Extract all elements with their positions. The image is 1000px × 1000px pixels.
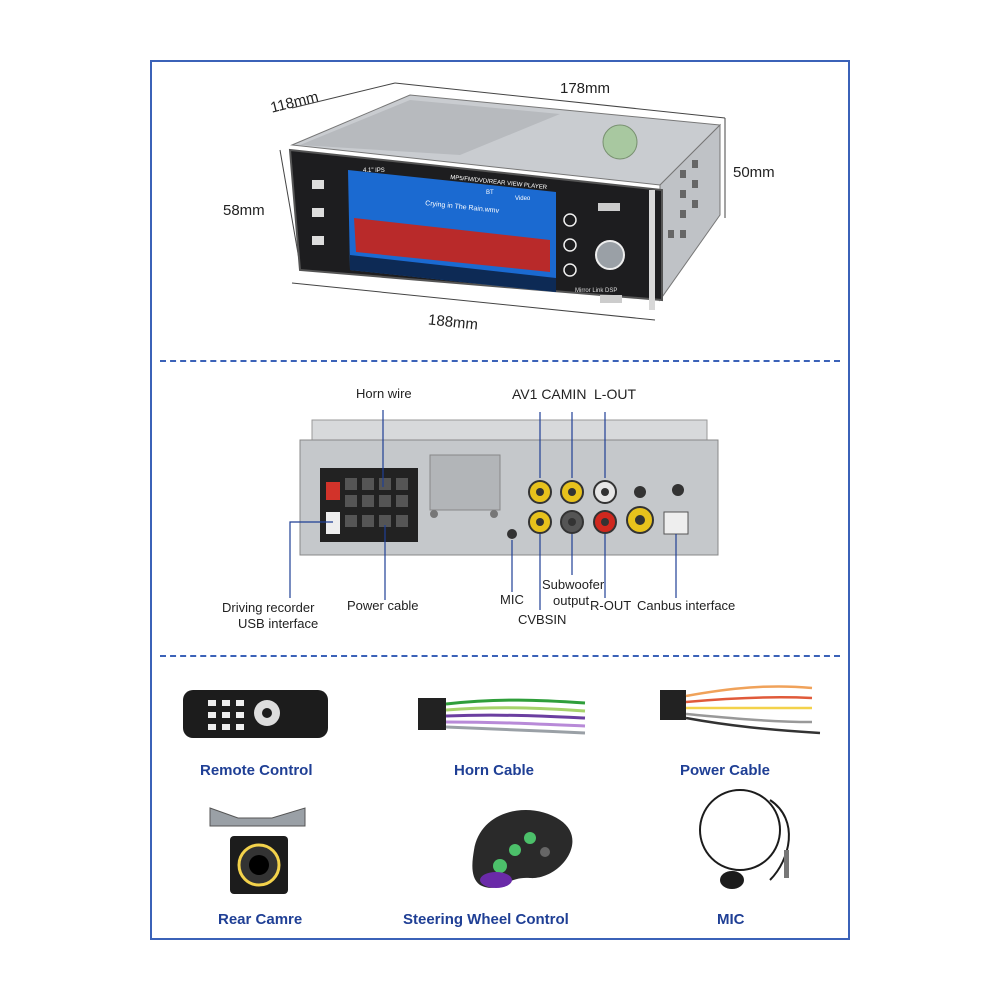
- label-output: output: [553, 593, 590, 608]
- accessory-label-mic: MIC: [717, 911, 745, 928]
- label-av1-camin: AV1 CAMIN: [512, 386, 587, 402]
- label-l-out: L-OUT: [594, 386, 636, 402]
- label-canbus: Canbus interface: [637, 598, 736, 613]
- label-usb-interface: USB interface: [238, 616, 319, 631]
- accessory-label-remote: Remote Control: [200, 762, 313, 779]
- accessory-label-rear-camera: Rear Camre: [218, 911, 303, 928]
- remote-control-image: [183, 690, 328, 738]
- dimension-lines: [279, 82, 726, 321]
- section-divider-1: [160, 360, 840, 362]
- rear-panel: [299, 419, 719, 556]
- accessory-label-power-cable: Power Cable: [680, 762, 771, 779]
- mic-image: [699, 789, 790, 889]
- dim-height-back: 50mm: [733, 164, 775, 181]
- power-cable-image: [660, 685, 821, 735]
- label-power-cable: Power cable: [347, 598, 419, 613]
- label-subwoofer: Subwoofer: [542, 577, 605, 592]
- label-driving-recorder: Driving recorder: [222, 600, 315, 615]
- section-divider-2: [160, 655, 840, 657]
- accessory-label-horn-cable: Horn Cable: [454, 762, 535, 779]
- label-r-out: R-OUT: [590, 598, 632, 613]
- horn-cable-image: [418, 698, 586, 735]
- dim-height-front: 58mm: [223, 202, 265, 219]
- label-cvbsin: CVBSIN: [518, 612, 567, 627]
- content-frame: [150, 60, 850, 940]
- accessory-label-steering: Steering Wheel Control: [403, 911, 569, 928]
- screen-size-label: 4.1" IPS: [363, 168, 385, 174]
- screen-brand: Mirror Link DSP: [575, 288, 618, 294]
- steering-control-image: [472, 810, 573, 888]
- rear-camera-image: [209, 807, 306, 894]
- label-mic: MIC: [500, 592, 524, 607]
- label-horn-wire: Horn wire: [356, 386, 412, 401]
- screen-video-label: Video: [515, 196, 531, 202]
- dim-width-top: 178mm: [560, 80, 611, 97]
- callout-lines: [289, 410, 677, 610]
- screen-bt: BT: [486, 190, 494, 196]
- head-unit: [288, 94, 722, 310]
